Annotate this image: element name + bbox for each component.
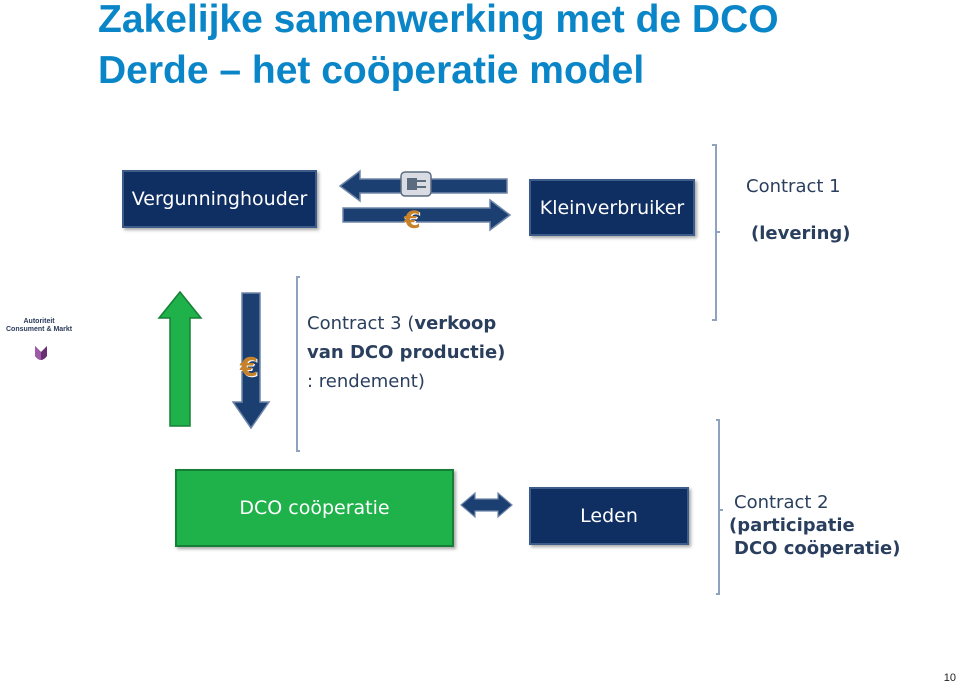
contract2-title: Contract 2	[734, 492, 829, 513]
arrow-double-icon	[460, 491, 513, 519]
box-vergunninghouder: Vergunninghouder	[122, 170, 317, 228]
euro-icon: €	[404, 206, 421, 234]
bracket-contract3	[296, 276, 300, 452]
logo-line1: Autoriteit	[23, 318, 55, 325]
contract3-line3: : rendement)	[307, 371, 425, 392]
page-title-line2: Derde – het coöperatie model	[98, 49, 645, 92]
acm-logo-mark	[35, 346, 47, 360]
contract3-line1: Contract 3 (verkoop	[307, 312, 496, 336]
logo-line2: Consument & Markt	[6, 326, 73, 333]
contract3-line1-a: Contract 3 (	[307, 313, 415, 334]
box-leden-label: Leden	[580, 505, 638, 527]
bracket-contract1	[712, 144, 720, 321]
page-number: 10	[943, 672, 956, 684]
box-vergunninghouder-label: Vergunninghouder	[131, 188, 308, 210]
bracket-contract2	[716, 419, 723, 595]
box-kleinverbruiker: Kleinverbruiker	[529, 179, 695, 236]
contract2-line2: (participatie	[729, 515, 855, 536]
arrow-down-navy-icon	[231, 292, 271, 430]
box-dco-cooperatie: DCO coöperatie	[175, 469, 454, 547]
contract3-line1-b: verkoop	[414, 313, 497, 334]
euro-icon: €	[240, 353, 259, 383]
box-leden: Leden	[529, 487, 689, 545]
contract1-detail: (levering)	[751, 223, 851, 244]
box-dco-cooperatie-label: DCO coöperatie	[239, 497, 390, 519]
arrow-right-icon	[342, 198, 512, 232]
arrow-up-green-icon	[157, 290, 203, 427]
acm-logo: Autoriteit Consument & Markt	[6, 318, 72, 334]
plug-icon	[400, 171, 432, 197]
contract1-title: Contract 1	[746, 176, 841, 197]
page-title-line1: Zakelijke samenwerking met de DCO	[98, 0, 779, 41]
box-kleinverbruiker-label: Kleinverbruiker	[539, 196, 685, 219]
contract3-line2: van DCO productie)	[307, 342, 506, 363]
contract2-line3: DCO coöperatie)	[734, 538, 901, 559]
